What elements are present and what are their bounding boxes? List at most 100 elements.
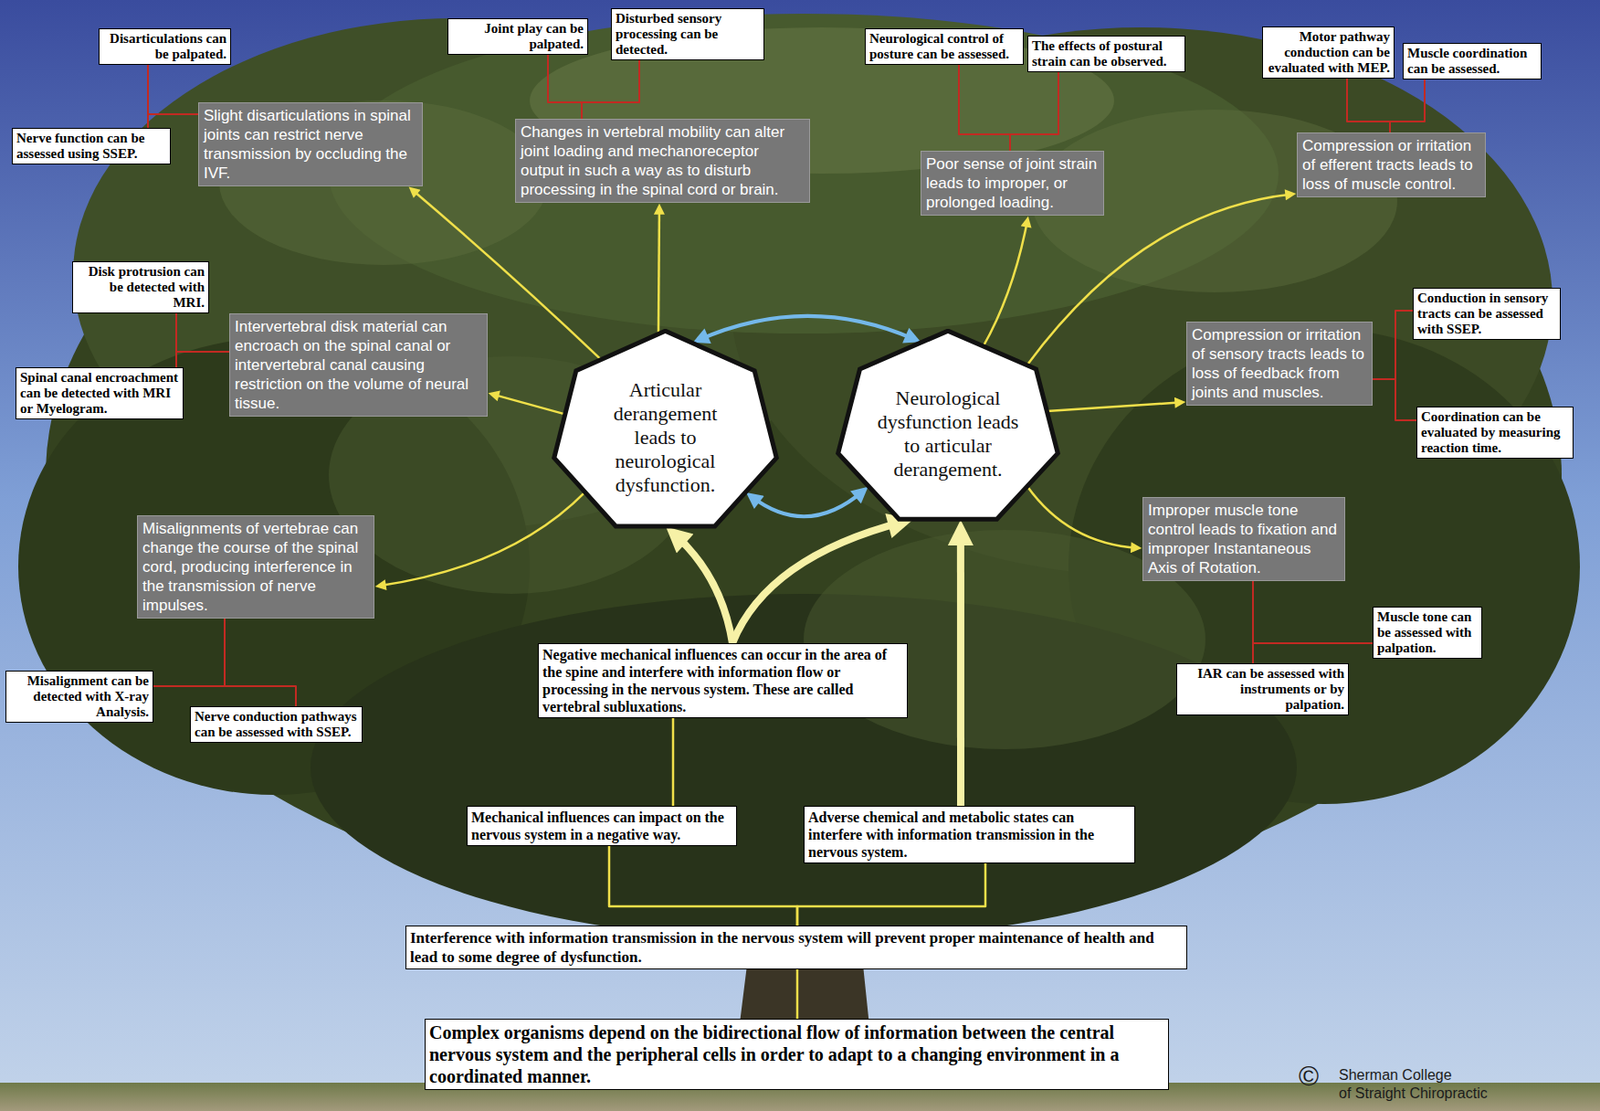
connector-arrow [672,717,675,806]
node-text: Nerve function can be assessed using SSE… [16,130,167,162]
node-text: Conduction in sensory tracts can be asse… [1417,290,1557,337]
node-text: Changes in vertebral mobility can alter … [520,122,805,200]
connector-arrow [492,393,566,414]
watermark-text: Sherman College [1338,1066,1453,1084]
white-note-box: Mechanical influences can impact on the … [466,805,737,846]
white-note-box: Negative mechanical influences can occur… [537,642,908,718]
leader-line [176,351,230,368]
node-text: Muscle tone can be assessed with palpati… [1377,609,1478,656]
node-text: Coordination can be evaluated by measuri… [1421,409,1569,456]
connector-arrow [1046,401,1182,411]
node-text: Disturbed sensory processing can be dete… [615,10,760,58]
leader-line [581,60,640,119]
node-text: Spinal canal encroachment can be detecte… [20,369,179,417]
gray-statement-box: Slight disarticulations in spinal joints… [198,102,423,187]
gray-statement-box: Poor sense of joint strain leads to impr… [920,150,1105,216]
node-text: Disk protrusion can be detected with MRI… [76,263,205,311]
gray-statement-box: Misalignments of vertebrae can change th… [136,515,375,619]
heptagon-shape [554,330,777,527]
white-note-box: The effects of postural strain can be ob… [1027,35,1186,73]
white-note-box: Muscle tone can be assessed with palpati… [1372,606,1483,659]
white-note-box: Spinal canal encroachment can be detecte… [15,367,184,420]
white-note-box: Neurological control of posture can be a… [864,28,1024,65]
node-text: Joint play can be palpated. [452,21,584,53]
leader-line [958,64,1011,151]
node-text: Improper muscle tone control leads to fi… [1147,500,1340,578]
node-text: Muscle coordination can be assessed. [1407,45,1537,77]
white-note-box: Motor pathway conduction can be evaluate… [1262,26,1395,79]
watermark-text: of Straight Chiropractic [1338,1084,1488,1102]
node-text: Compression or irritation of efferent tr… [1302,136,1481,194]
heptagon-node: Neurological dysfunction leads to articu… [834,328,1062,527]
copyright-mark: © [1298,1059,1319,1092]
leader-line [1010,72,1059,151]
node-text: Slight disarticulations in spinal joints… [203,105,418,183]
white-note-box: Coordination can be evaluated by measuri… [1416,406,1574,459]
node-text: Nerve conduction pathways can be assesse… [194,708,358,740]
white-note-box: Nerve conduction pathways can be assesse… [189,705,363,743]
leader-line [1252,580,1373,643]
connector-arrow [751,490,864,516]
white-note-box: Muscle coordination can be assessed. [1402,42,1542,80]
connector-arrow [673,533,733,643]
white-note-box: Conduction in sensory tracts can be asse… [1412,287,1561,340]
white-note-box: Complex organisms depend on the bidirect… [424,1018,1169,1090]
node-text: Misalignment can be detected with X-ray … [10,673,149,720]
white-note-box: Misalignment can be detected with X-ray … [5,670,154,723]
white-note-box: Disarticulations can be palpated. [98,28,232,65]
leader-line [1372,310,1413,379]
connector-arrow [957,529,965,806]
leader-line [1372,378,1417,421]
node-text: Articular derangement leads to neurologi… [592,365,739,497]
node-text: Interference with information transmissi… [410,927,1183,967]
leader-line [147,114,199,128]
node-text: Compression or irritation of sensory tra… [1191,325,1368,402]
white-note-box: IAR can be assessed with instruments or … [1176,663,1349,716]
white-note-box: Disturbed sensory processing can be dete… [610,8,765,61]
leader-line [224,618,296,706]
white-note-box: Joint play can be palpated. [447,18,589,55]
node-text: Neurological dysfunction leads to articu… [874,373,1022,482]
heptagon-node: Articular derangement leads to neurologi… [550,328,780,534]
leader-line [1389,79,1425,133]
leader-line [176,313,230,352]
connector-arrow [797,863,986,926]
node-text: Motor pathway conduction can be evaluate… [1266,29,1390,76]
connector-arrow [378,492,586,587]
node-text: Negative mechanical influences can occur… [542,645,904,716]
white-note-box: Interference with information transmissi… [405,925,1188,969]
gray-statement-box: Intervertebral disk material can encroac… [229,313,488,417]
node-text: Misalignments of vertebrae can change th… [142,518,369,615]
node-text: Intervertebral disk material can encroac… [234,316,483,413]
leader-line [153,618,225,686]
white-note-box: Nerve function can be assessed using SSE… [11,127,171,165]
gray-statement-box: Improper muscle tone control leads to fi… [1142,496,1346,581]
node-text: Mechanical influences can impact on the … [471,808,733,843]
node-text: Adverse chemical and metabolic states ca… [808,808,1131,861]
node-text: IAR can be assessed with instruments or … [1180,665,1345,713]
gray-statement-box: Compression or irritation of efferent tr… [1296,132,1486,198]
gray-statement-box: Changes in vertebral mobility can alter … [515,118,811,203]
node-text: Neurological control of posture can be a… [869,31,1020,63]
leader-line [1252,580,1254,664]
leader-line [547,54,582,119]
connector-arrow [657,207,661,335]
connector-arrow [609,845,798,926]
connector-arrow [1027,485,1138,548]
node-text: The effects of postural strain can be ob… [1031,38,1181,70]
white-note-box: Disk protrusion can be detected with MRI… [72,261,210,314]
node-text: Disarticulations can be palpated. [103,31,227,63]
connector-arrow [796,968,800,1019]
leader-line [1347,78,1390,133]
node-text: Poor sense of joint strain leads to impr… [926,154,1099,212]
node-text: Complex organisms depend on the bidirect… [429,1021,1165,1087]
gray-statement-box: Compression or irritation of sensory tra… [1186,321,1373,406]
heptagon-shape [838,330,1059,519]
white-note-box: Adverse chemical and metabolic states ca… [803,805,1136,864]
connector-arrow [983,220,1028,347]
connector-arrow [732,521,904,643]
leader-line [147,64,199,115]
